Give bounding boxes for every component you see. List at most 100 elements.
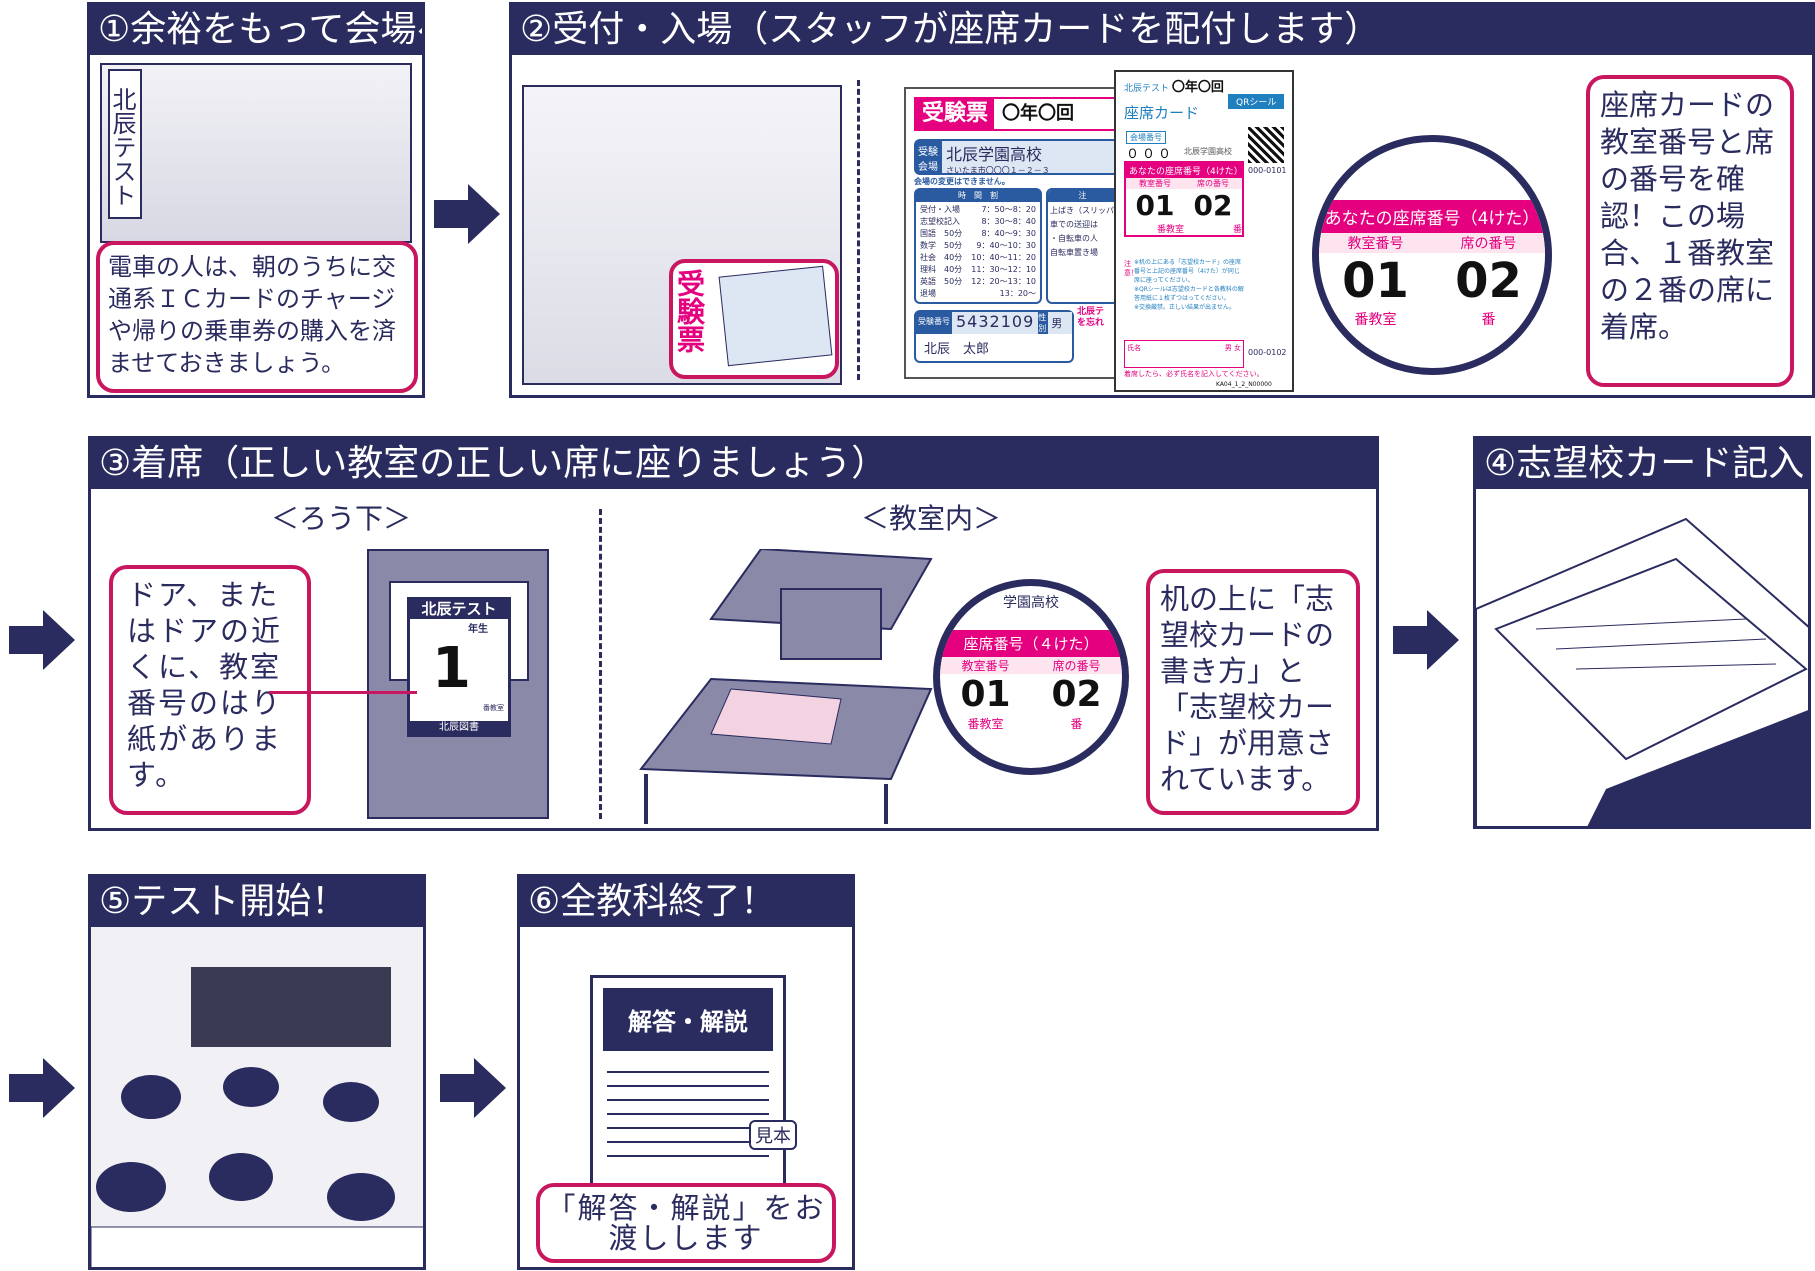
venue-address: さいたま市〇〇〇１－２－３ [946,166,1050,175]
step2-title: ②受付・入場（スタッフが座席カードを配付します） [512,5,1812,55]
schedule-time: 10：40～11：20 [971,253,1036,262]
step2-panel: ②受付・入場（スタッフが座席カードを配付します） 受験票 受験票 〇年〇回 受験… [509,2,1815,398]
schedule-item: 退場 [920,289,936,298]
seat-card-title: 座席カード [1124,104,1200,122]
student-name: 北辰 太郎 [924,342,990,357]
schedule-row: 社会 40分 10：40～11：20 [920,252,1036,264]
schedule-row: 受付・入場 7：50～8：20 [920,204,1036,216]
students-arriving-illustration: 北辰テスト [100,63,412,243]
seat-suffix: 番 [1232,225,1242,235]
staff-handing-card-illustration: 受験票 [522,85,842,385]
door-sign-title: 北辰テスト [410,600,508,619]
booklet-title: 解答・解説 [603,988,773,1051]
schedule-item: 社会 40分 [920,253,963,262]
step6-note: 「解答・解説」をお渡しします [536,1183,836,1263]
step1-note: 電車の人は、朝のうちに交通系ＩＣカードのチャージや帰りの乗車券の購入を済ませてお… [96,241,418,393]
gender-options: 男 女 [1224,344,1241,352]
hallway-label: ＜ろう下＞ [271,502,412,535]
schedule-row: 理科 40分 11：30～12：10 [920,264,1036,276]
desks-illustration [639,549,933,824]
qr-code-a: 000-0101 [1248,166,1287,175]
exam-number-label: 受験番号 [916,312,952,334]
step1-panel: ①余裕をもって会場へ 北辰テスト 電車の人は、朝のうちに交通系ＩＣカードのチャー… [87,2,425,398]
gender: 男 [1051,317,1063,330]
seat-number: 02 [1193,189,1233,222]
room-label: 教室番号 [1139,179,1171,188]
venue-no: ０００ [1126,147,1175,162]
magnifier-room: 01 [960,674,1011,715]
seat-card-venue: 北辰学園高校 [1184,147,1232,156]
venue-no-label: 会場番号 [1126,131,1166,144]
ticket-callout-label: 受験票 [673,269,706,353]
seat-card-test: 北辰テスト [1124,84,1170,94]
magnifier-venue-partial: 学園高校 [1003,595,1059,611]
door-sign-suffix: 番教室 [483,704,504,712]
door-sign-number: 1 [432,636,471,701]
door-sign-grade: 年生 [468,624,488,635]
ticket-callout: 受験票 [669,259,839,379]
door-room-sign: 北辰テスト 年生 1 番教室 北辰図書 [407,597,511,737]
exam-session: 〇年〇回 [1002,103,1075,124]
ticket-note: ・自転車の人 [1050,234,1098,243]
ticket-note: 車での送迎は [1050,220,1098,229]
writing-card-illustration [1476,517,1808,826]
arrow-right-icon [9,610,75,670]
venue-note: 会場の変更はできません。 [914,177,1010,186]
exam-number: 5432109 [956,312,1035,331]
schedule-header: 時 間 割 [916,190,1040,202]
exam-ticket: 受験票 〇年〇回 受験会場 北辰学園高校さいたま市〇〇〇１－２－３ 会場の変更は… [904,87,1129,379]
answer-booklet: 解答・解説 見本 [590,975,797,1215]
hallway-note: ドア、またはドアの近くに、教室番号のはり紙があります。 [109,565,311,815]
schedule-time: 8：40～9：30 [981,229,1036,238]
serial-number: KA04_1_2_N00000 [1216,381,1272,388]
step1-title: ①余裕をもって会場へ [90,5,422,55]
pointer-line [269,691,417,694]
door-sign-publisher: 北辰図書 [410,721,508,734]
classroom-label: ＜教室内＞ [861,502,1002,535]
step6-panel: ⑥全教科終了！ 解答・解説 見本 「解答・解説」をお渡しします [517,874,855,1270]
caution-label: 注意！ [1124,260,1138,277]
schedule-item: 志望校記入 [920,217,960,226]
name-label: 氏名 [1127,344,1141,352]
qr-seal-label: QRシール [1228,94,1285,109]
step4-panel: ④志望校カード記入 [1473,436,1811,829]
step4-title: ④志望校カード記入 [1476,439,1808,489]
seat-number-header: あなたの座席番号（4けた） [1126,163,1243,178]
schedule-time: 13：20～ [999,289,1036,298]
sample-stamp: 見本 [749,1120,797,1150]
schedule-time: 11：30～12：10 [971,265,1036,274]
magnified-room-suffix: 番教室 [1354,312,1397,328]
divider [857,80,860,380]
schedule-time: 7：50～8：20 [981,205,1036,214]
schedule-item: 理科 40分 [920,265,963,274]
step3-panel: ③着席（正しい教室の正しい席に座りましょう） ＜ろう下＞ ＜教室内＞ ドア、また… [88,436,1379,831]
arrow-right-icon [9,1058,75,1118]
step6-title: ⑥全教科終了！ [520,877,852,927]
magnifier-seat-label: 席の番号 [1052,659,1101,673]
schedule-time: 9：40～10：30 [976,241,1036,250]
schedule-row: 退場 13：20～ [920,288,1036,300]
room-number: 01 [1135,189,1175,222]
ticket-warning: 北辰テ を忘れ [1077,307,1105,328]
schedule-item: 受付・入場 [920,205,960,214]
magnified-seat-header: あなたの座席番号（4けた） [1319,200,1545,233]
desk-note: 机の上に「志望校カードの書き方」と「志望校カード」が用意されています。 [1146,569,1360,815]
seat-card: 北辰テスト 〇年〇回 QRシール 座席カード 会場番号 ０００ 北辰学園高校 あ… [1114,70,1294,392]
qr-code-icon [1248,127,1284,163]
seat-label: 席の番号 [1197,179,1229,188]
arrow-right-icon [1393,610,1459,670]
venue-name: 北辰学園高校 [946,145,1043,164]
caution-item: ※交換厳禁。正しい結果が出ません。 [1134,304,1235,311]
room-suffix: 番教室 [1156,225,1184,235]
classroom-door: 北辰テスト 年生 1 番教室 北辰図書 [269,549,549,819]
magnified-room-label: 教室番号 [1347,236,1404,252]
schedule-time: 12：20～13：10 [971,277,1036,286]
magnified-seat: 02 [1455,253,1522,309]
step5-panel: ⑤テスト開始！ [88,874,426,1270]
